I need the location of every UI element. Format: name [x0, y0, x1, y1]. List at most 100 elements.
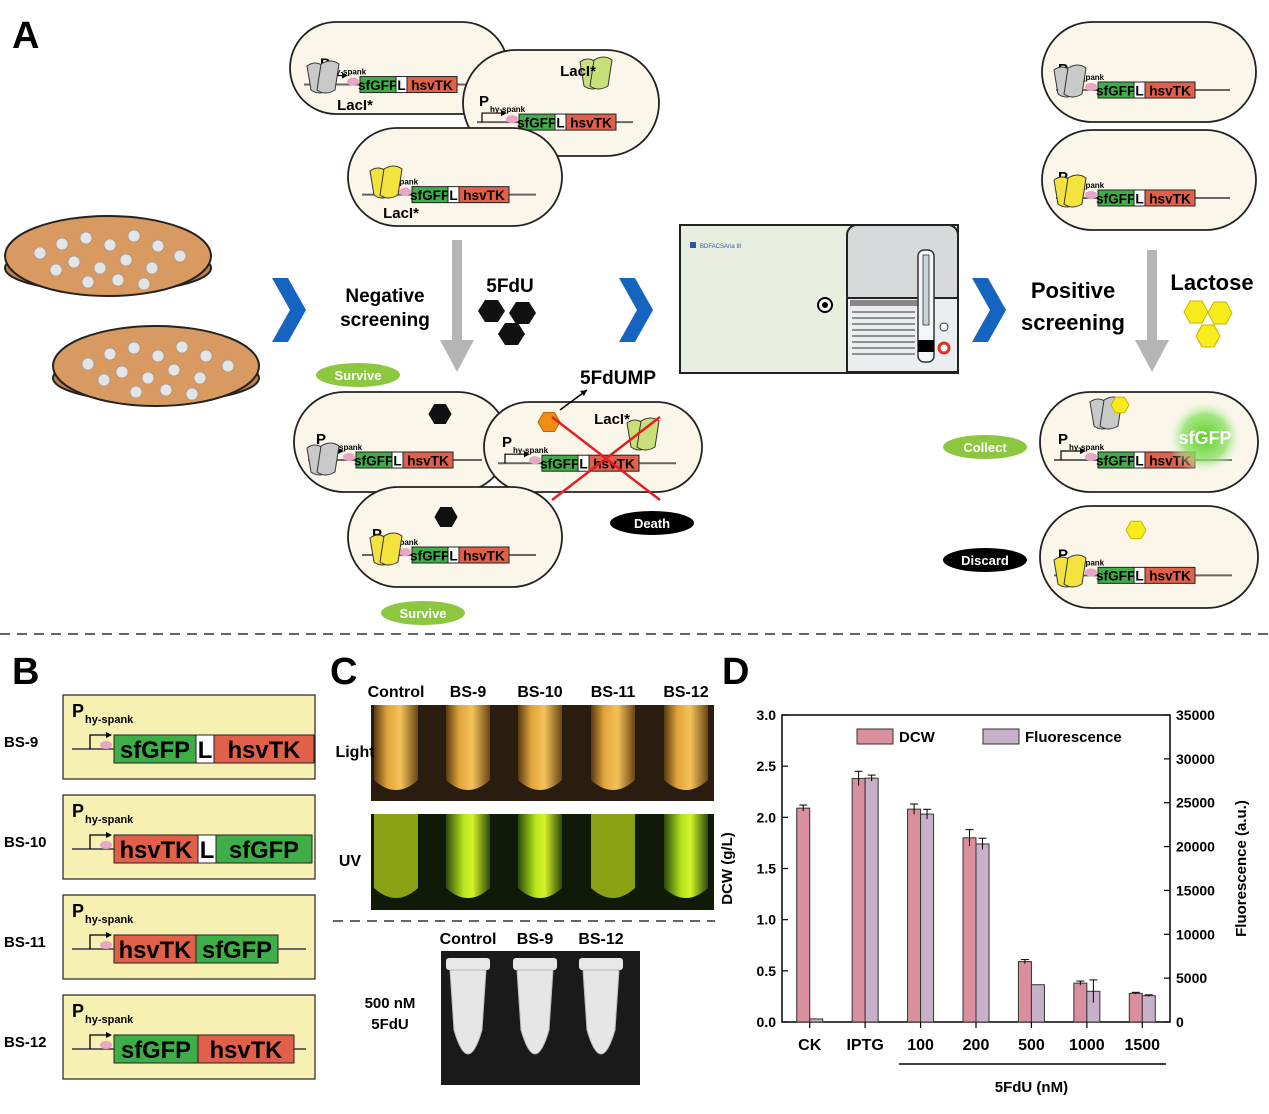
promoter-label: P — [72, 701, 84, 721]
chevron-right-icon-3 — [972, 278, 1006, 342]
chevron-right-icon-2 — [619, 278, 653, 342]
tube-cap-1 — [513, 958, 557, 970]
hsvtk-label: hsvTK — [120, 837, 193, 864]
rbs-icon — [100, 1041, 112, 1049]
lacI-repressor-icon — [369, 165, 403, 199]
legend-label-dcw: DCW — [899, 729, 936, 746]
rbs-icon — [1085, 453, 1097, 461]
eppendorf-tube-1 — [516, 969, 554, 1055]
promoter-arrow — [89, 934, 106, 949]
x-tick-label-200: 200 — [963, 1037, 990, 1054]
column-label-bs-10: BS-10 — [517, 684, 562, 701]
sfgfp-glow-icon — [1167, 399, 1243, 475]
right-tick-label: 0 — [1176, 1014, 1184, 1030]
lacI-label: LacI* — [594, 411, 630, 428]
promoter-label: P — [1058, 546, 1068, 563]
right-tick-label: 25000 — [1176, 795, 1215, 811]
panel-label-d: D — [722, 651, 749, 693]
rbs-icon — [347, 77, 359, 86]
promoter-label: P — [502, 434, 512, 451]
positive-screening-label-1: Positive — [1031, 278, 1115, 303]
left-tick-label: 0.5 — [757, 963, 777, 979]
promoter-label: P — [372, 526, 382, 543]
cell-membrane — [1041, 129, 1257, 231]
lacI-repressor-icon — [306, 60, 340, 94]
eppendorf-tube-2 — [582, 969, 620, 1055]
cell-membrane — [1041, 21, 1257, 123]
hsvtk-label: hsvTK — [1149, 191, 1191, 206]
bar-dcw-200 — [962, 837, 977, 1023]
lacI-label: LacI* — [383, 205, 419, 222]
hsvtk-block — [1144, 189, 1196, 207]
sfgfp-block — [195, 934, 279, 964]
product-label: 5FdUMP — [580, 368, 656, 389]
agar-plate-bottom — [52, 325, 260, 407]
lactose-bound-hexagon-icon — [1110, 396, 1130, 414]
promoter-subscript: hy-spank — [85, 814, 134, 826]
linker-label: L — [449, 548, 457, 563]
repressor-lobe-right — [636, 417, 660, 451]
sfgfp-label: sfGFP — [1096, 83, 1136, 98]
eppendorf-tube-0 — [449, 969, 487, 1055]
sfgfp-label: sfGFP — [121, 1037, 191, 1064]
rbs-icon — [100, 841, 112, 849]
bar-fluorescence-500 — [1030, 984, 1045, 1023]
column-label-bs-9: BS-9 — [450, 684, 487, 701]
strain-label: BS-11 — [4, 934, 46, 951]
left-tick-label: 1.0 — [757, 912, 777, 928]
promoter-label: P — [72, 901, 84, 921]
sfgfp-label: sfGFP — [1096, 191, 1136, 206]
lacI-repressor-icon — [1053, 64, 1087, 98]
tube-light-4 — [664, 705, 708, 790]
repressor-lobe-right — [379, 165, 403, 199]
linker-label: L — [393, 453, 401, 468]
bottom-column-label-2: BS-12 — [578, 931, 623, 948]
row-label-light: Light — [335, 744, 375, 761]
lacI-label: LacI* — [560, 63, 596, 80]
hsvtk-label: hsvTK — [1149, 569, 1191, 584]
linker-label: L — [1135, 453, 1143, 468]
lacI-label: LacI* — [337, 97, 373, 114]
cell-group: Phy-spanksfGFPLhsvTKLacI*Phy-spanksfGFPL… — [289, 21, 1259, 609]
cross-icon-line-2 — [551, 416, 661, 501]
hsvtk-block — [1144, 566, 1196, 584]
legend-swatch-fluorescence — [982, 728, 1020, 745]
column-label-bs-12: BS-12 — [663, 684, 708, 701]
hsvtk-label: hsvTK — [1149, 83, 1191, 98]
column-label-bs-11: BS-11 — [591, 684, 636, 701]
left-tick-label: 1.5 — [757, 861, 777, 877]
promoter-subscript: hy-spank — [1069, 181, 1105, 190]
tube-cap-0 — [446, 958, 490, 970]
promoter-subscript: hy-spank — [490, 105, 526, 114]
panel-label-c: C — [330, 651, 357, 693]
sfgfp-label: sfGFP — [410, 188, 450, 203]
sfgfp-label: sfGFP — [517, 115, 557, 130]
tube-uv-1 — [446, 814, 490, 898]
bar-fluorescence-iptg — [864, 777, 879, 1023]
promoter-subscript: hy-spank — [327, 443, 363, 452]
bar-fluorescence-200 — [975, 843, 990, 1023]
x-axis-label: 5FdU (nM) — [995, 1079, 1068, 1096]
repressor-lobe-right — [379, 532, 403, 566]
lacI-repressor-icon — [369, 532, 403, 566]
promoter-arrow — [89, 834, 106, 849]
chevron-right-icon-1 — [272, 278, 306, 342]
lacI-repressor-icon — [1053, 554, 1087, 588]
hsvtk-block — [458, 186, 510, 204]
right-tick-label: 10000 — [1176, 926, 1215, 942]
hsvtk-block — [213, 734, 315, 764]
tube-light-2 — [518, 705, 562, 790]
bottom-column-label-1: BS-9 — [517, 931, 554, 948]
linker-label: L — [1135, 83, 1143, 98]
hsvtk-block — [406, 76, 458, 94]
promoter-subscript: hy-spank — [85, 1014, 134, 1026]
bottom-column-label-0: Control — [440, 931, 497, 948]
repressor-lobe-right — [316, 60, 340, 94]
